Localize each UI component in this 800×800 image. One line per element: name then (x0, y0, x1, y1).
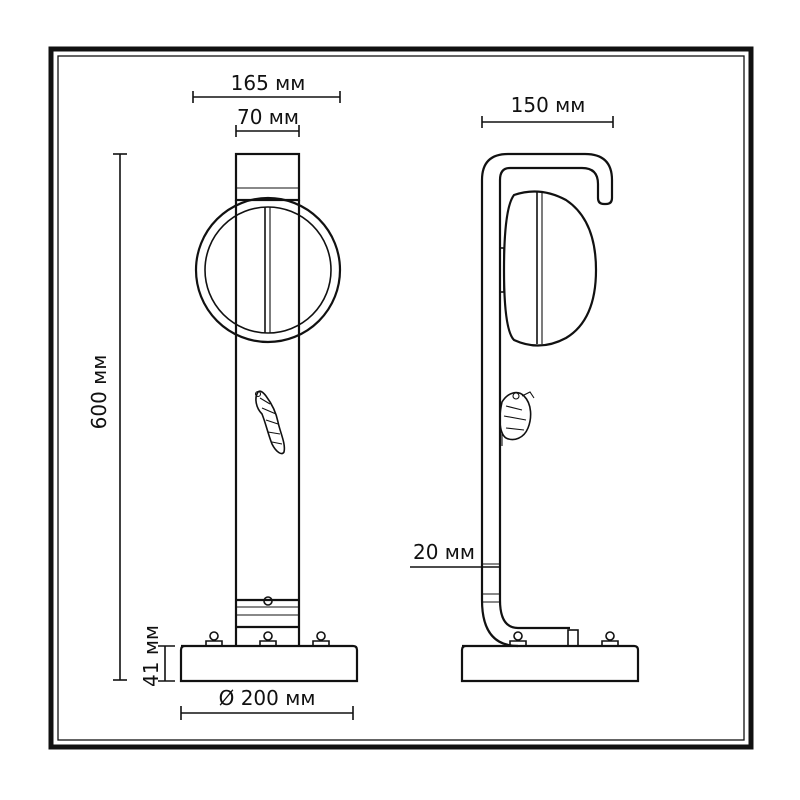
label-height-total: 600 мм (87, 355, 111, 430)
label-tube-diameter: 20 мм (413, 540, 475, 564)
label-width-top: 165 мм (231, 71, 306, 95)
side-tube-bend (480, 599, 570, 648)
front-bolts (205, 631, 330, 646)
front-round-shade (194, 196, 342, 344)
label-base-height: 41 мм (139, 625, 163, 687)
side-tube-outer (480, 152, 614, 600)
dim-tube-diameter: 20 мм (410, 540, 501, 574)
dim-base-diameter: Ø 200 мм (180, 686, 354, 720)
side-switch-block (567, 629, 579, 647)
dim-depth: 150 мм (481, 93, 614, 128)
side-bolts (509, 631, 619, 646)
label-base-diameter: Ø 200 мм (219, 686, 316, 710)
front-view: 165 мм 70 мм 600 мм 41 мм Ø (87, 71, 359, 720)
dim-width-top: 165 мм (192, 71, 341, 103)
dim-base-height: 41 мм (139, 625, 175, 687)
front-top-cap (234, 152, 301, 202)
side-oval-shade (502, 190, 598, 347)
label-width-tube: 70 мм (237, 105, 299, 129)
front-bottom-sleeve (236, 596, 299, 629)
outer-frame (48, 46, 754, 750)
label-depth: 150 мм (511, 93, 586, 117)
side-base (460, 644, 640, 683)
dim-width-tube: 70 мм (235, 105, 300, 137)
side-view: 150 мм 20 мм (410, 93, 640, 683)
front-bird-ornament (254, 390, 286, 455)
dim-height-total: 600 мм (87, 153, 127, 681)
side-bird-ornament (499, 391, 535, 446)
front-base (179, 644, 359, 683)
inner-frame (57, 55, 745, 741)
